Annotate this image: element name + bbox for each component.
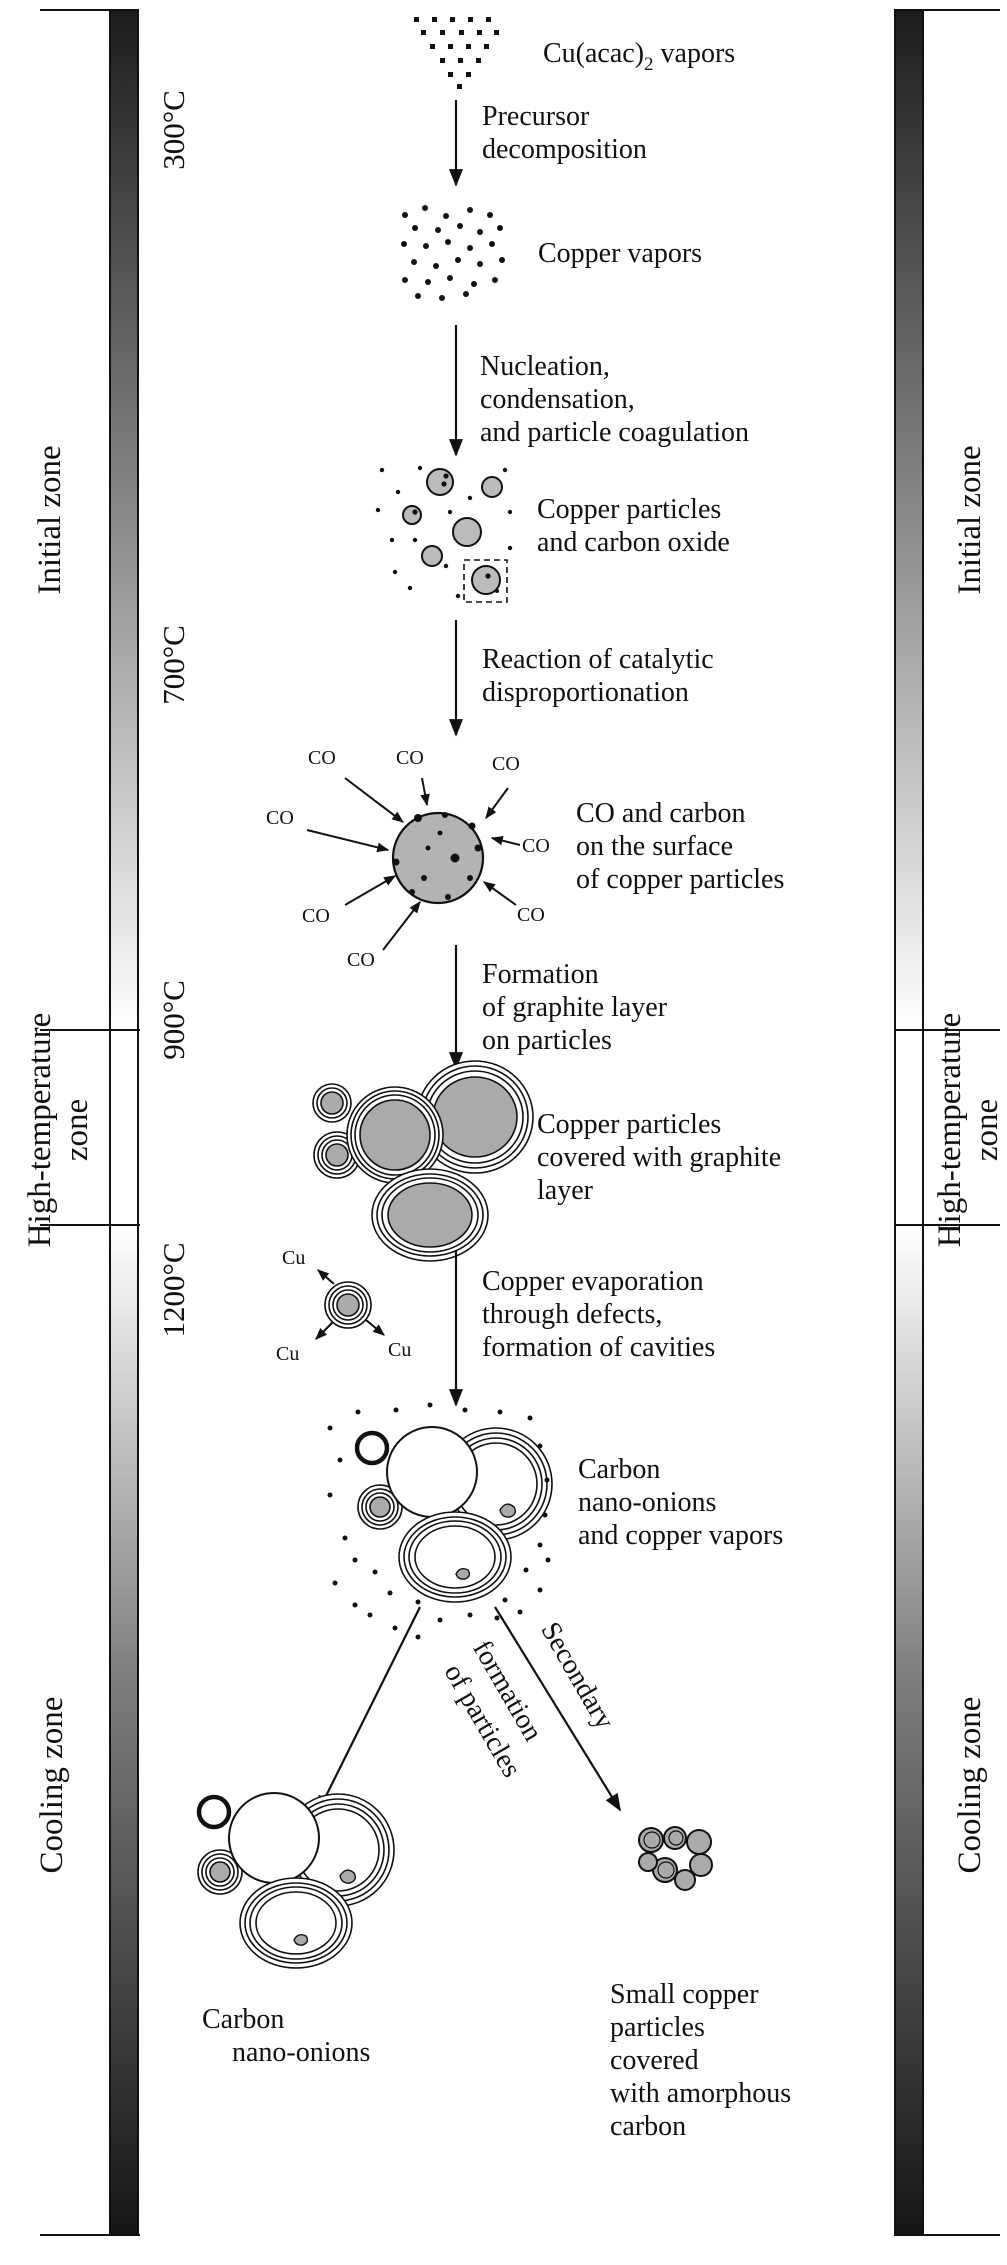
graphite-covered-particles xyxy=(312,1060,534,1262)
nano-onions-vapors-label-line3: and copper vapors xyxy=(578,1520,783,1551)
process-decomposition-line1: Precursor xyxy=(482,101,590,132)
right-zone-bar xyxy=(894,9,1000,2236)
cu-label-3: Cu xyxy=(388,1339,411,1361)
nano-onions-vapors-label-line1: Carbon xyxy=(578,1454,660,1485)
process-graphite-line3: on particles xyxy=(482,1025,612,1056)
arrow-to-nano-onions xyxy=(317,1606,421,1814)
zone-label-initial-left: Initial zone xyxy=(32,445,68,594)
co-label-8: CO xyxy=(347,949,375,971)
zone-label-cooling-right: Cooling zone xyxy=(952,1697,988,1874)
cu-evaporation-inset xyxy=(315,1269,385,1340)
final-small-copper-particles xyxy=(638,1826,713,1891)
nano-onions-with-vapors xyxy=(327,1402,553,1640)
zone-label-initial-right: Initial zone xyxy=(952,445,988,594)
nano-onions-vapors-label-line2: nano-onions xyxy=(578,1487,716,1518)
copper-particles-cluster xyxy=(375,465,513,603)
process-graphite-line1: Formation xyxy=(482,959,599,990)
cu-label-1: Cu xyxy=(282,1247,305,1269)
copper-particles-label-line1: Copper particles xyxy=(537,494,721,525)
co-surface-label-line1: CO and carbon xyxy=(576,798,746,829)
process-nucleation-line2: condensation, xyxy=(480,384,635,415)
copper-particles-label-line2: and carbon oxide xyxy=(537,527,730,558)
graphite-covered-label-line3: layer xyxy=(537,1175,594,1206)
co-surface-label-line3: of copper particles xyxy=(576,864,784,895)
process-evaporation-line3: formation of cavities xyxy=(482,1332,715,1363)
co-label-4: CO xyxy=(266,807,294,829)
process-evaporation-line2: through defects, xyxy=(482,1299,662,1330)
final-small-particles-label-line5: carbon xyxy=(610,2111,686,2142)
co-label-6: CO xyxy=(302,905,330,927)
process-disproportionation-line2: disproportionation xyxy=(482,677,689,708)
arrow-to-small-particles xyxy=(494,1606,621,1812)
zone-label-high-right-line2: zone xyxy=(969,1099,1005,1161)
final-small-particles-label-line4: with amorphous xyxy=(610,2078,791,2109)
temperature-300: 300°C xyxy=(156,90,191,170)
precursor-vapors-label: Cu(acac)2 vapors xyxy=(543,38,735,75)
copper-vapor-dots xyxy=(401,205,505,301)
process-nucleation-line1: Nucleation, xyxy=(480,351,610,382)
zone-label-high-left-line1: High-temperature xyxy=(22,1013,58,1248)
final-small-particles-label-line3: covered xyxy=(610,2045,699,2076)
graphite-covered-label-line2: covered with graphite xyxy=(537,1142,781,1173)
graphite-covered-label-line1: Copper particles xyxy=(537,1109,721,1140)
zone-label-high-left-line2: zone xyxy=(59,1099,95,1161)
co-label-1: CO xyxy=(308,747,336,769)
temperature-700: 700°C xyxy=(156,625,191,705)
co-surface-label-line2: on the surface xyxy=(576,831,733,862)
final-small-particles-label-line1: Small copper xyxy=(610,1979,759,2010)
temperature-1200: 1200°C xyxy=(156,1242,191,1337)
process-decomposition-line2: decomposition xyxy=(482,134,647,165)
process-disproportionation-line1: Reaction of catalytic xyxy=(482,644,714,675)
process-nucleation-line3: and particle coagulation xyxy=(480,417,749,448)
final-nano-onions xyxy=(196,1792,395,1969)
temperature-900: 900°C xyxy=(156,980,191,1060)
precursor-vapor-squares xyxy=(414,17,499,89)
co-label-7: CO xyxy=(517,904,545,926)
co-label-2: CO xyxy=(396,747,424,769)
copper-vapors-label: Copper vapors xyxy=(538,238,702,269)
process-secondary-line1: Secondary xyxy=(534,1617,620,1735)
left-zone-bar xyxy=(40,9,140,2236)
co-label-5: CO xyxy=(522,835,550,857)
process-graphite-line2: of graphite layer xyxy=(482,992,668,1023)
process-evaporation-line1: Copper evaporation xyxy=(482,1266,704,1297)
final-onions-label-line1: Carbon xyxy=(202,2004,284,2035)
final-small-particles-label-line2: particles xyxy=(610,2012,705,2043)
cu-label-2: Cu xyxy=(276,1343,299,1365)
co-adsorption-particle xyxy=(306,777,521,951)
zone-label-high-right-line1: High-temperature xyxy=(932,1013,968,1248)
co-label-3: CO xyxy=(492,753,520,775)
final-onions-label-line2: nano-onions xyxy=(232,2037,370,2068)
zone-label-cooling-left: Cooling zone xyxy=(34,1697,70,1874)
